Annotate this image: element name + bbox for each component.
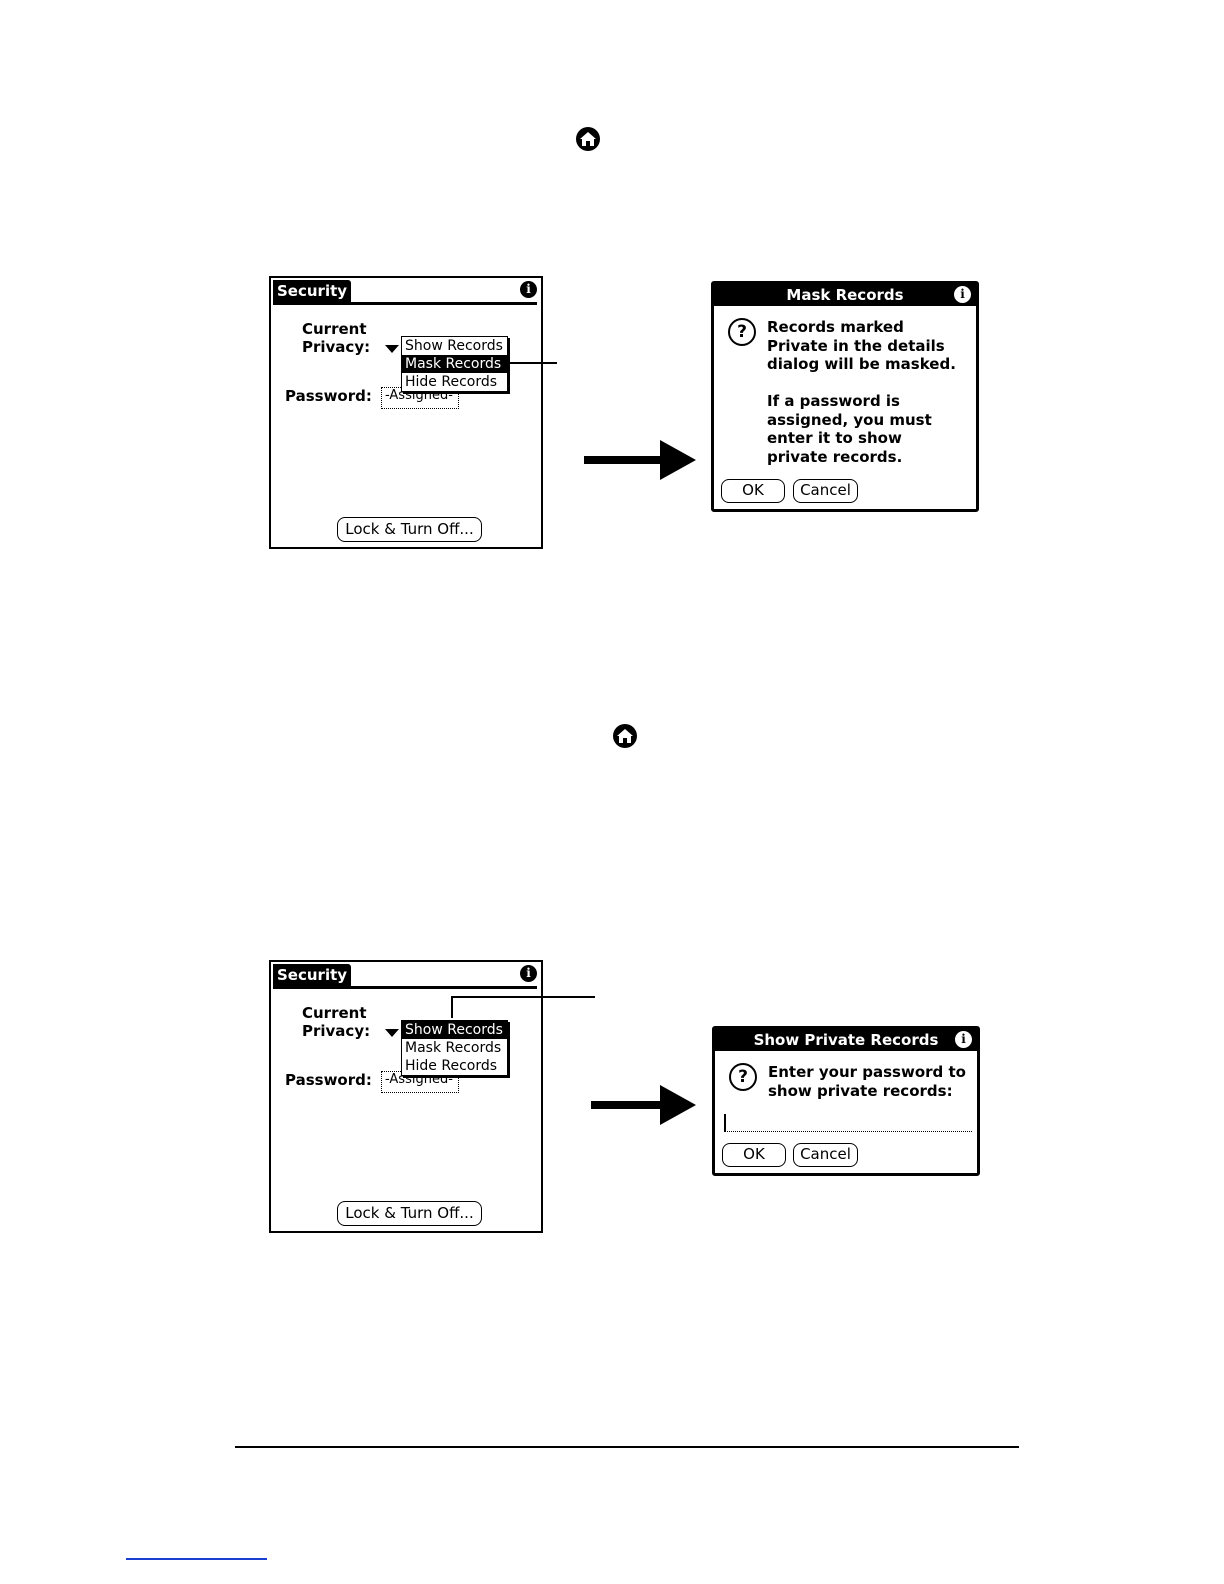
callout-line — [451, 996, 595, 998]
cancel-button[interactable]: Cancel — [793, 479, 858, 503]
home-icon — [576, 127, 600, 151]
callout-line — [451, 996, 453, 1018]
info-icon[interactable]: i — [955, 1031, 972, 1048]
privacy-menu: Show Records Mask Records Hide Records — [401, 336, 508, 392]
cancel-button[interactable]: Cancel — [793, 1143, 858, 1167]
privacy-label: Privacy: — [302, 338, 371, 356]
ok-button[interactable]: OK — [721, 479, 785, 503]
question-icon: ? — [729, 1063, 757, 1091]
arrow-head-icon — [660, 440, 696, 480]
screen-title: Security — [273, 964, 352, 986]
info-icon[interactable]: i — [520, 965, 537, 982]
triangle-down-icon[interactable] — [385, 345, 399, 353]
ok-button[interactable]: OK — [722, 1143, 786, 1167]
dialog-title: Mask Records — [714, 284, 976, 306]
current-label: Current — [302, 1004, 367, 1022]
menu-item-show-records[interactable]: Show Records — [402, 1021, 507, 1039]
title-bar: Security — [273, 280, 537, 305]
lock-turn-off-button[interactable]: Lock & Turn Off... — [337, 517, 482, 542]
security-screen-top: Security i Current Privacy: Password: -A… — [269, 276, 543, 549]
title-bar: Security — [273, 964, 537, 989]
arrow-head-icon — [660, 1085, 696, 1125]
current-label: Current — [302, 320, 367, 338]
menu-item-mask-records[interactable]: Mask Records — [405, 1040, 502, 1056]
menu-item-hide-records[interactable]: Hide Records — [405, 374, 498, 390]
footer-link-underline — [126, 1558, 267, 1560]
dialog-title: Show Private Records — [715, 1029, 977, 1051]
menu-item-show-records[interactable]: Show Records — [405, 338, 503, 354]
lock-turn-off-button[interactable]: Lock & Turn Off... — [337, 1201, 482, 1226]
footer-rule — [235, 1446, 1019, 1448]
dialog-message: Enter your password to show private reco… — [768, 1063, 966, 1100]
triangle-down-icon[interactable] — [385, 1029, 399, 1037]
menu-item-mask-records[interactable]: Mask Records — [402, 355, 507, 373]
show-private-records-dialog: Show Private Records i ? Enter your pass… — [712, 1026, 980, 1176]
question-icon: ? — [728, 318, 756, 346]
home-icon — [613, 724, 637, 748]
menu-item-hide-records[interactable]: Hide Records — [405, 1058, 498, 1074]
screen-title: Security — [273, 280, 352, 302]
password-label: Password: — [285, 387, 372, 405]
security-screen-bottom: Security i Current Privacy: Password: -A… — [269, 960, 543, 1233]
info-icon[interactable]: i — [954, 286, 971, 303]
password-input[interactable] — [724, 1113, 972, 1132]
password-label: Password: — [285, 1071, 372, 1089]
info-icon[interactable]: i — [520, 281, 537, 298]
arrow-right-icon — [584, 456, 662, 464]
callout-line — [506, 362, 557, 364]
dialog-message: Records marked Private in the details di… — [767, 318, 956, 466]
text-cursor — [724, 1114, 726, 1131]
privacy-menu: Show Records Mask Records Hide Records — [401, 1020, 508, 1076]
privacy-label: Privacy: — [302, 1022, 371, 1040]
arrow-right-icon — [591, 1101, 662, 1109]
mask-records-dialog: Mask Records i ? Records marked Private … — [711, 281, 979, 512]
